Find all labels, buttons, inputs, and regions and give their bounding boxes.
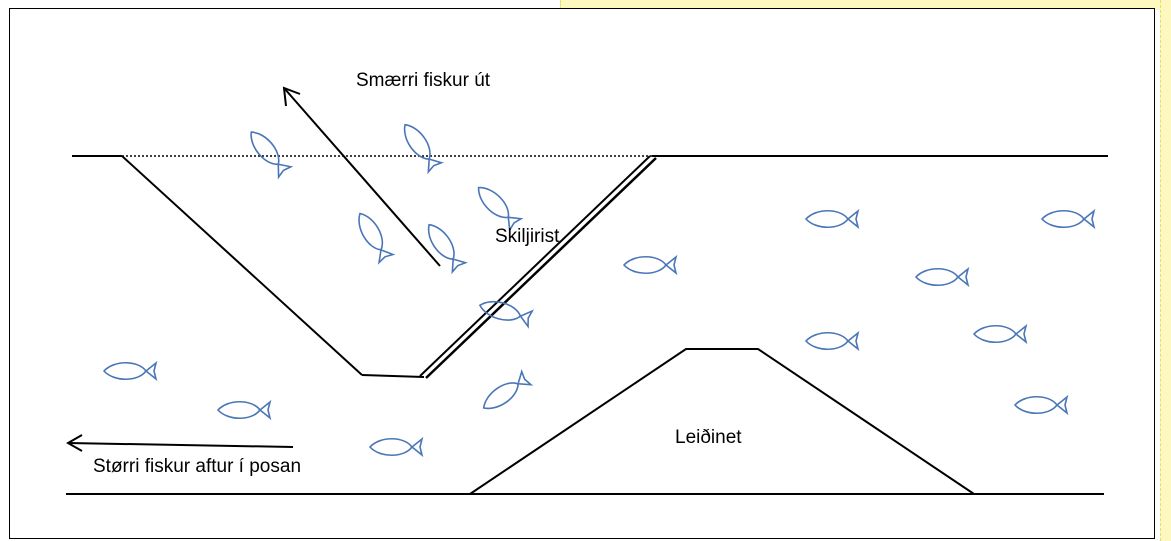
small-fish-arrow-shaft [283, 87, 441, 267]
fish-icon [805, 209, 859, 229]
diagram-border [9, 8, 1155, 539]
fish-icon [244, 125, 292, 179]
highlight-frame-top [560, 0, 1171, 10]
guide-net-label: Leiðinet [675, 427, 742, 448]
fish-icon [103, 361, 157, 381]
fish-icon [805, 331, 859, 351]
guide-net-shape [469, 348, 975, 495]
highlight-frame-right [1160, 0, 1171, 541]
funnel-bottom [361, 374, 425, 378]
small-fish-out-label: Smærri fiskur út [356, 70, 491, 91]
fish-icon [471, 180, 523, 232]
separator-grid-line-a [419, 155, 651, 377]
larger-fish-arrow-shaft [67, 442, 294, 448]
larger-fish-back-label: Størri fiskur aftur í posan [93, 456, 302, 477]
fish-icon [217, 400, 271, 420]
fish-icon [1041, 209, 1095, 229]
separator-grid-line-b [425, 157, 657, 379]
fish-icon [369, 437, 423, 457]
grid-label: Skiljirist [495, 226, 560, 247]
fish-icon [915, 267, 969, 287]
fish-icon [973, 324, 1027, 344]
fish-icon [623, 255, 677, 275]
fish-icon [397, 119, 443, 173]
fish-icon [478, 370, 532, 416]
fish-icon [1014, 395, 1068, 415]
fish-icon [421, 219, 467, 273]
small-fish-arrow-head [282, 86, 301, 107]
larger-fish-arrow-head [65, 434, 83, 452]
fish-icon [352, 208, 394, 264]
funnel-left-side [121, 155, 363, 376]
